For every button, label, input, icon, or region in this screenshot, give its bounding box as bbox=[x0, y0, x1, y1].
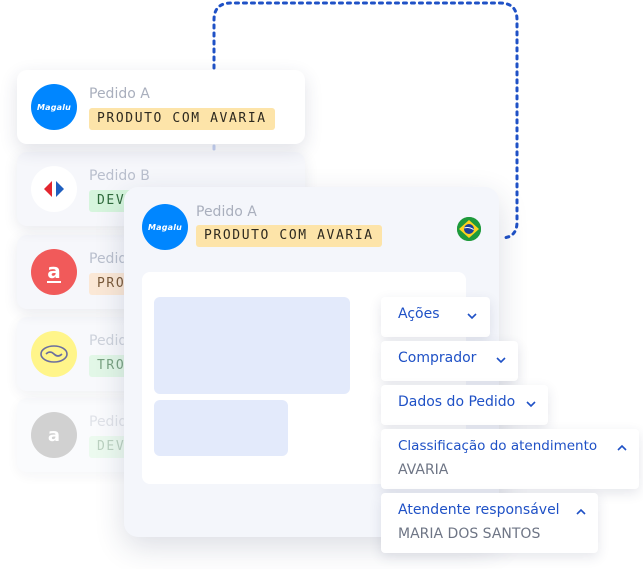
accordion-comprador[interactable]: Comprador bbox=[381, 341, 518, 381]
accordion-title: Comprador bbox=[398, 350, 477, 366]
amazon-logo-icon: a bbox=[31, 412, 77, 458]
brazil-flag-icon bbox=[457, 217, 481, 241]
chevron-down-icon bbox=[467, 313, 477, 320]
accordion-title: Atendente responsável bbox=[398, 502, 560, 518]
accordion-atendente[interactable]: Atendente responsável MARIA DOS SANTOS bbox=[381, 493, 598, 553]
accordion-dados-do-pedido[interactable]: Dados do Pedido bbox=[381, 385, 548, 425]
chevron-up-icon bbox=[617, 444, 627, 451]
order-label: Pedido B bbox=[89, 168, 150, 184]
skeleton-block bbox=[154, 400, 288, 456]
accordion-acoes[interactable]: Ações bbox=[381, 297, 490, 337]
americanas-logo-icon: a bbox=[31, 249, 77, 295]
order-label: Pedido A bbox=[196, 204, 257, 220]
magalu-logo-icon: Magalu bbox=[142, 204, 188, 250]
magalu-logo-icon: Magalu bbox=[31, 84, 77, 130]
accordion-title: Ações bbox=[398, 306, 440, 322]
chevron-up-icon bbox=[576, 508, 586, 515]
order-tag: PRO bbox=[89, 273, 134, 295]
order-tag: DEV bbox=[89, 436, 134, 458]
accordion-classificacao[interactable]: Classificação do atendimento AVARIA bbox=[381, 429, 639, 489]
chevron-down-icon bbox=[526, 401, 536, 408]
order-label: Pedido A bbox=[89, 86, 150, 102]
order-card-a[interactable]: Magalu Pedido A PRODUTO COM AVARIA bbox=[17, 70, 305, 144]
accordion-title: Classificação do atendimento bbox=[398, 438, 598, 454]
chevron-down-icon bbox=[496, 357, 506, 364]
order-tag: PRODUTO COM AVARIA bbox=[196, 225, 382, 247]
order-tag: TRO bbox=[89, 355, 134, 377]
carrefour-logo-icon bbox=[31, 166, 77, 212]
accordion-value: AVARIA bbox=[398, 462, 449, 478]
accordion-title: Dados do Pedido bbox=[398, 394, 516, 410]
order-tag: DEV bbox=[89, 190, 134, 212]
skeleton-block bbox=[154, 297, 350, 394]
mercadolivre-logo-icon bbox=[31, 331, 77, 377]
order-tag: PRODUTO COM AVARIA bbox=[89, 108, 275, 130]
accordion-value: MARIA DOS SANTOS bbox=[398, 526, 541, 542]
